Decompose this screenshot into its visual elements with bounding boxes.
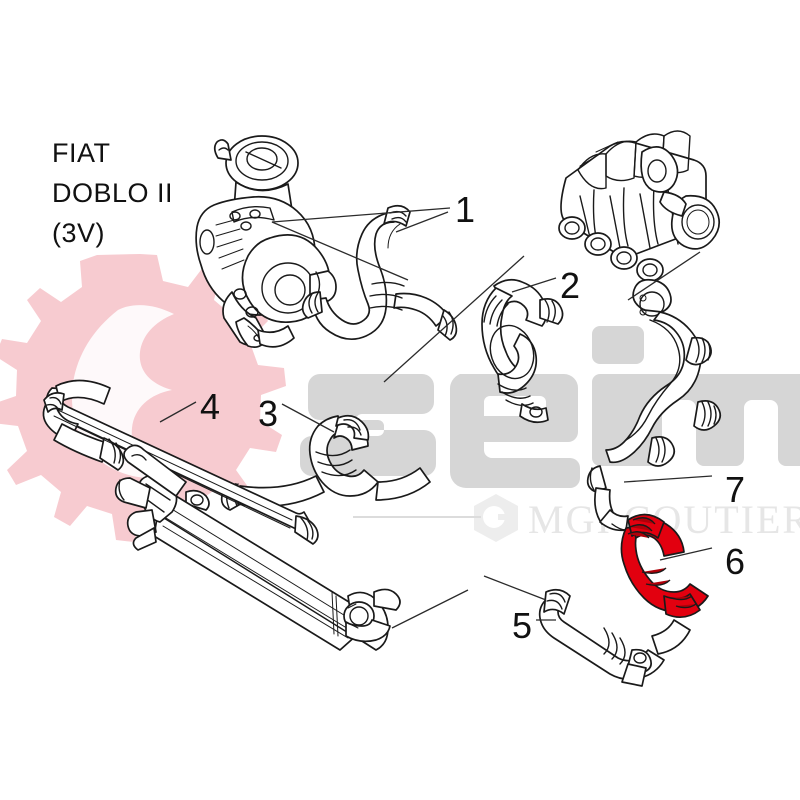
callout-1: 1	[455, 189, 476, 230]
callout-7: 7	[725, 469, 746, 510]
title-line-brand: FIAT	[52, 138, 111, 168]
hose-5	[538, 588, 691, 687]
pipe-7	[586, 278, 722, 532]
callout-6: 6	[725, 541, 746, 582]
callout-2: 2	[560, 265, 581, 306]
hose-2	[481, 278, 564, 424]
callout-5: 5	[512, 605, 533, 646]
callout-4: 4	[200, 386, 221, 427]
callout-3: 3	[258, 393, 279, 434]
hose-6	[620, 513, 709, 619]
intake-manifold	[558, 130, 721, 282]
hose-1	[301, 204, 458, 341]
leader-lines	[159, 207, 713, 629]
watermark-rule	[353, 516, 481, 518]
title-line-variant: (3V)	[52, 218, 106, 248]
title-line-model: DOBLO II	[52, 178, 174, 208]
page-title: FIAT DOBLO II (3V)	[52, 133, 173, 253]
